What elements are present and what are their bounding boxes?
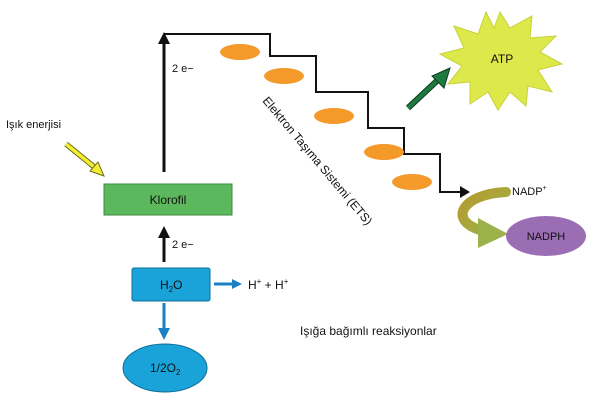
- chlorophyll-box: [103, 183, 233, 216]
- atp-arrow: [405, 67, 451, 111]
- oxygen-main: 1/2O: [150, 361, 176, 375]
- electrons-up-label: 2 e−: [172, 63, 194, 75]
- nadph-label: NADPH: [527, 231, 566, 243]
- water-label: H2O: [160, 278, 182, 294]
- proton-sup2: +: [284, 277, 289, 286]
- electron-carrier: [220, 44, 260, 60]
- nadp-superscript: +: [543, 185, 547, 192]
- nadph-ellipse: [506, 216, 586, 256]
- ets-end-arrowhead: [460, 186, 470, 198]
- electron-carrier: [264, 68, 304, 84]
- nadp-to-nadph-curve-arrow: [457, 187, 511, 248]
- light-energy-label: Işık enerjisi: [6, 119, 61, 131]
- protons-label: H+ + H+: [248, 277, 289, 292]
- atp-label: ATP: [491, 52, 513, 66]
- atp-burst: [438, 10, 564, 111]
- proton-arrow: [214, 279, 242, 289]
- oxygen-ellipse: [122, 343, 208, 393]
- proton-plus-h2: + H: [261, 278, 283, 292]
- oxygen-subscript: 2: [176, 368, 181, 377]
- oxygen-label: 1/2O2: [150, 361, 181, 377]
- water-o: O: [173, 278, 182, 292]
- water-h: H: [160, 278, 169, 292]
- nadp-main: NADP: [512, 186, 543, 198]
- ets-staircase: [164, 33, 462, 193]
- electron-carrier: [364, 144, 404, 160]
- nadp-label: NADP+: [512, 185, 547, 198]
- electron-carrier: [392, 174, 432, 190]
- proton-sup1: +: [257, 277, 262, 286]
- electrons-from-water-label: 2 e−: [172, 239, 194, 251]
- electron-carrier: [314, 108, 354, 124]
- water-subscript: 2: [169, 285, 174, 294]
- oxygen-arrow: [158, 303, 170, 340]
- water-box: [131, 267, 211, 302]
- water-electron-arrow: [158, 226, 170, 262]
- chlorophyll-label: Klorofil: [150, 193, 187, 207]
- proton-h1: H: [248, 278, 257, 292]
- excited-electron-arrow: [158, 32, 170, 172]
- light-energy-arrow: [64, 141, 105, 177]
- diagram-caption: Işığa bağımlı reaksiyonlar: [300, 324, 437, 338]
